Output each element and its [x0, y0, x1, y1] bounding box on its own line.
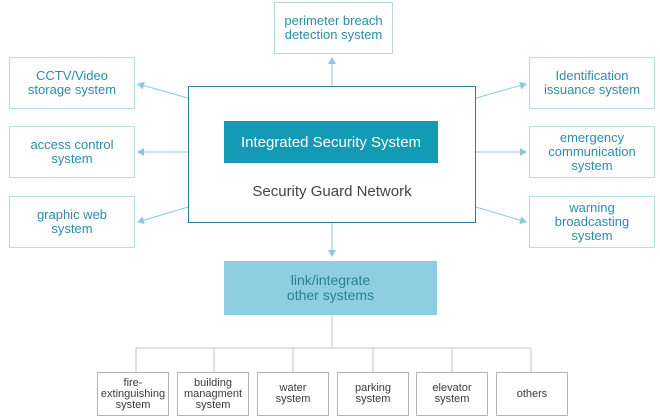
link-integrate-box: link/integrate other systems: [224, 261, 437, 315]
emergency-box: emergency communication system: [529, 126, 655, 178]
identification-box: Identification issuance system: [529, 57, 655, 109]
water-system-box: water system: [257, 372, 329, 416]
security-guard-network-label: Security Guard Network: [252, 183, 412, 200]
arrow-to-cctv: [137, 81, 189, 99]
parking-system-box: parking system: [337, 372, 409, 416]
integrated-security-title: Integrated Security System: [224, 121, 438, 163]
others-box: others: [496, 372, 568, 416]
integrated-security-panel: Integrated Security System Security Guar…: [188, 86, 476, 223]
fire-extinguishing-box: fire- extinguishing system: [97, 372, 169, 416]
cctv-box: CCTV/Video storage system: [9, 57, 135, 109]
arrow-to-warning: [475, 206, 527, 225]
warning-box: warning broadcasting system: [529, 196, 655, 248]
access-control-box: access control system: [9, 126, 135, 178]
building-management-box: building managment system: [177, 372, 249, 416]
elevator-system-box: elevator system: [416, 372, 488, 416]
perimeter-breach-box: perimeter breach detection system: [274, 2, 393, 54]
graphic-web-box: graphic web system: [9, 196, 135, 248]
arrow-to-identification: [475, 81, 527, 99]
arrow-to-graphic: [137, 206, 189, 225]
